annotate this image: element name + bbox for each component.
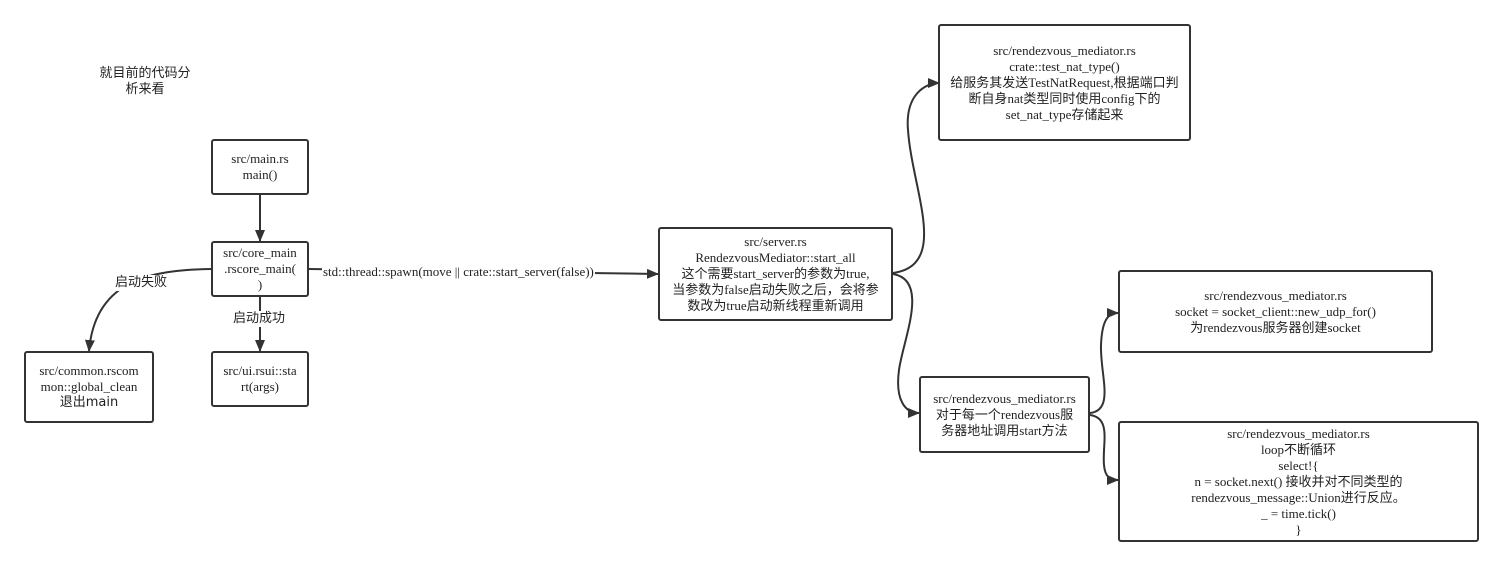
node-loop[interactable]: src/rendezvous_mediator.rs loop不断循环 sele…: [1118, 421, 1479, 542]
node-line: 为rendezvous服务器创建socket: [1190, 319, 1361, 335]
edge-mediator-start-to-loop: [1089, 414, 1119, 485]
node-line: mon::global_clean: [40, 379, 138, 394]
edge-label-success: 启动成功: [232, 311, 287, 327]
node-line: src/ui.rsui::sta: [223, 363, 297, 378]
node-server[interactable]: src/server.rs RendezvousMediator::start_…: [658, 227, 893, 321]
node-line: rendezvous_message::Union进行反应。: [1191, 489, 1406, 505]
node-line: _ = time.tick(): [1261, 505, 1336, 521]
node-line: set_nat_type存储起来: [1005, 106, 1124, 122]
node-line: src/core_main: [223, 245, 297, 260]
note-line: 就目前的代码分: [99, 66, 191, 81]
node-line: select!{: [1278, 457, 1319, 473]
node-line: 退出main: [59, 395, 119, 410]
analysis-note: 就目前的代码分 析来看: [96, 66, 194, 98]
node-line: n = socket.next() 接收并对不同类型的: [1194, 473, 1403, 489]
node-line: socket = socket_client::new_udp_for(): [1175, 303, 1376, 319]
node-test-nat[interactable]: src/rendezvous_mediator.rs crate::test_n…: [938, 24, 1191, 141]
note-line: 析来看: [125, 82, 165, 97]
node-line: src/rendezvous_mediator.rs: [1227, 425, 1370, 441]
node-line: RendezvousMediator::start_all: [695, 250, 856, 265]
node-line: main(): [242, 167, 278, 182]
node-line: 给服务其发送TestNatRequest,根据端口判: [950, 74, 1179, 90]
node-line: 务器地址调用start方法: [941, 422, 1068, 438]
node-line: src/rendezvous_mediator.rs: [993, 42, 1136, 58]
edge-server-to-test-nat: [892, 78, 940, 274]
edge-label-spawn: std::thread::spawn(move || crate::start_…: [322, 264, 595, 280]
node-line: src/rendezvous_mediator.rs: [933, 390, 1076, 406]
node-line: rt(args): [240, 379, 280, 394]
node-line: src/rendezvous_mediator.rs: [1204, 287, 1347, 303]
node-line: 对于每一个rendezvous服: [935, 406, 1074, 422]
node-line: src/main.rs: [231, 151, 289, 166]
node-mediator-start[interactable]: src/rendezvous_mediator.rs 对于每一个rendezvo…: [919, 376, 1090, 453]
node-line: }: [1295, 521, 1302, 537]
edge-label-fail: 启动失败: [114, 275, 169, 291]
node-line: crate::test_nat_type(): [1009, 58, 1120, 74]
node-line: 这个需要start_server的参数为true,: [681, 266, 870, 281]
node-line: ): [257, 277, 263, 292]
node-line: 当参数为false启动失败之后，会将参: [672, 282, 879, 297]
node-line: src/common.rscom: [39, 363, 139, 378]
node-line: src/server.rs: [744, 234, 807, 249]
edge-server-to-mediator-start: [892, 273, 920, 418]
node-main[interactable]: src/main.rs main(): [211, 139, 309, 195]
node-line: .rscore_main(: [224, 261, 296, 276]
node-line: 数改为true启动新线程重新调用: [687, 298, 864, 313]
node-line: loop不断循环: [1260, 441, 1337, 457]
edge-mediator-start-to-udp-socket: [1089, 308, 1119, 414]
node-ui-start[interactable]: src/ui.rsui::sta rt(args): [211, 351, 309, 407]
node-core-main[interactable]: src/core_main .rscore_main( ): [211, 241, 309, 297]
node-udp-socket[interactable]: src/rendezvous_mediator.rs socket = sock…: [1118, 270, 1433, 353]
node-line: 断自身nat类型同时使用config下的: [968, 90, 1161, 106]
node-global-clean[interactable]: src/common.rscom mon::global_clean 退出mai…: [24, 351, 154, 423]
